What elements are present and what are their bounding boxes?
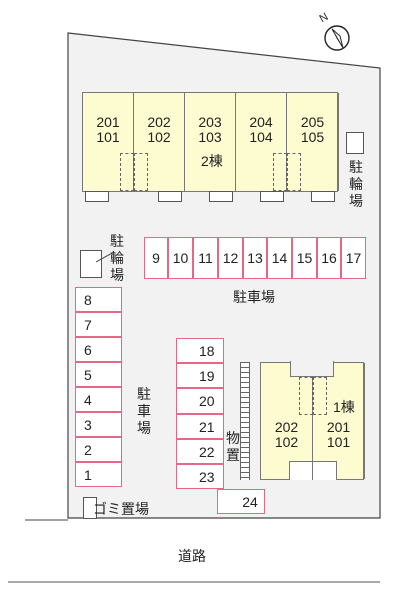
parking-stall: 10: [168, 237, 193, 279]
parking-label: 駐車場: [233, 289, 275, 305]
north-arrow-icon: [324, 25, 350, 51]
north-compass: N: [318, 11, 356, 54]
unit-2-1: 201 101: [83, 93, 134, 191]
parking-stall: 1: [75, 462, 122, 487]
bike-parking-label: 駐輪場: [110, 233, 124, 283]
parking-stall: 4: [75, 387, 122, 412]
balcony: [158, 191, 182, 202]
parking-stall: 12: [218, 237, 243, 279]
unit-number-upper: 205: [300, 114, 325, 130]
unit-number-lower: 102: [147, 129, 171, 145]
parking-stall: 9: [144, 237, 168, 279]
bike-parking-box: [80, 250, 102, 278]
unit-number-upper: 202: [274, 419, 299, 435]
parking-stall: 7: [75, 312, 122, 337]
bike-parking-label: 駐輪場: [349, 159, 363, 209]
building-1: 202 102 201 101 1棟: [260, 362, 365, 480]
parking-stall: 6: [75, 337, 122, 362]
parking-stall: 24: [217, 489, 265, 514]
balcony: [311, 191, 335, 202]
stair-outline: [287, 153, 301, 191]
parking-stall: 17: [341, 237, 366, 279]
parking-stall: 2: [75, 437, 122, 462]
parking-stall: 18: [176, 338, 224, 363]
stair-outline: [134, 153, 148, 191]
parking-stall: 16: [317, 237, 341, 279]
building-2: 201 101 202 102 203 103 204 104 205 105 …: [82, 92, 339, 192]
building-2-label: 2棟: [201, 153, 223, 169]
parking-stall: 21: [176, 414, 224, 439]
parking-stall: 3: [75, 412, 122, 437]
parking-stall: 5: [75, 362, 122, 387]
unit-2-2: 202 102: [134, 93, 185, 191]
unit-1-1: 202 102: [261, 363, 313, 479]
road-label: 道路: [178, 548, 206, 564]
unit-2-3: 203 103: [185, 93, 236, 191]
parking-stall: 15: [292, 237, 317, 279]
unit-number-lower: 101: [326, 434, 351, 450]
parking-label: 駐車場: [137, 386, 151, 436]
parking-stall: 19: [176, 363, 224, 388]
balcony: [85, 191, 109, 202]
unit-number-upper: 202: [147, 114, 171, 130]
building-1-label: 1棟: [333, 399, 355, 415]
garbage-box: [83, 497, 97, 519]
balcony: [260, 191, 284, 202]
storage-shed: [240, 362, 250, 480]
bike-parking-box: [346, 132, 364, 154]
unit-number-lower: 101: [96, 129, 120, 145]
unit-number-lower: 102: [274, 434, 299, 450]
parking-stall: 23: [176, 464, 224, 489]
unit-number-lower: 103: [198, 129, 222, 145]
stair-outline: [299, 377, 313, 415]
unit-number-lower: 104: [249, 129, 273, 145]
unit-number-upper: 201: [326, 419, 351, 435]
parking-stall: 14: [267, 237, 292, 279]
garbage-label: ゴミ置場: [93, 501, 149, 517]
unit-2-4: 204 104: [236, 93, 287, 191]
leader-line: [96, 251, 115, 263]
unit-number-upper: 204: [249, 114, 273, 130]
unit-number-lower: 105: [300, 129, 325, 145]
storage-label: 物置: [226, 430, 240, 463]
stair-outline: [273, 153, 287, 191]
parking-stall: 8: [75, 287, 122, 312]
unit-number-upper: 203: [198, 114, 222, 130]
balcony: [209, 191, 233, 202]
unit-number-upper: 201: [96, 114, 120, 130]
parking-stall: 22: [176, 439, 224, 464]
building-1-notch: [290, 361, 334, 377]
parking-stall: 20: [176, 388, 224, 414]
entrance: [289, 461, 337, 480]
unit-1-2: 201 101: [313, 363, 365, 479]
parking-stall: 11: [193, 237, 218, 279]
stair-outline: [120, 153, 134, 191]
stair-outline: [313, 377, 327, 415]
unit-2-5: 205 105: [287, 93, 339, 191]
parking-stall: 13: [243, 237, 267, 279]
